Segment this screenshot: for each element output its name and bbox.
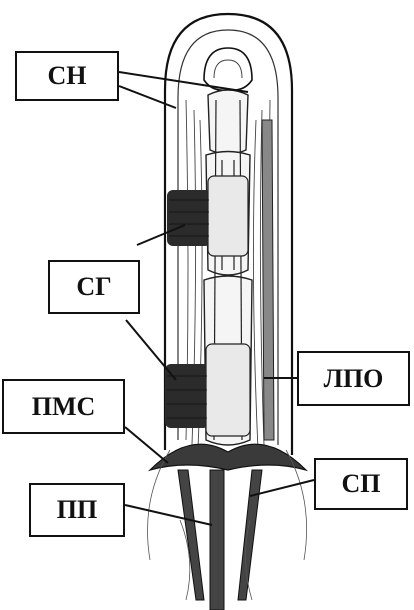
label-lpo: ЛПО — [297, 351, 410, 406]
label-sn: СН — [15, 51, 119, 101]
lateral-ligament — [262, 120, 274, 440]
label-pms: ПМС — [2, 379, 125, 434]
label-pp: ПП — [29, 483, 125, 537]
label-sg: СГ — [48, 260, 140, 314]
nail-fold — [204, 48, 252, 90]
label-sp: СП — [314, 458, 408, 510]
palmar-plate — [150, 444, 306, 470]
